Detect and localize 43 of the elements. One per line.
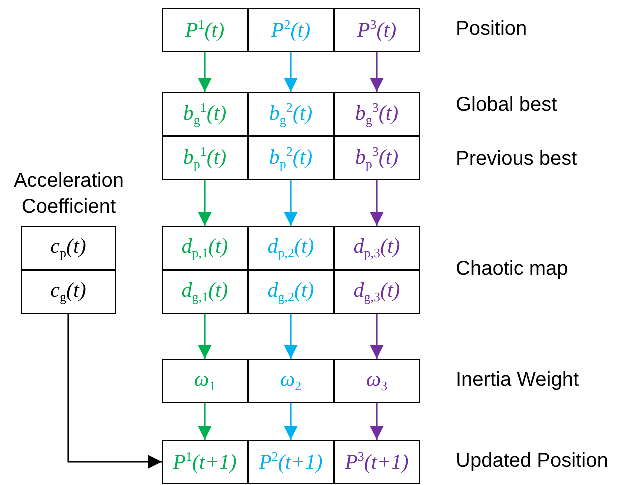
math-cell: b$_{p}$$^{3}$(t) bbox=[334, 136, 420, 180]
math-cell: d$_{p,1}$(t) bbox=[162, 226, 248, 270]
math-cell: P$^{1}$(t) bbox=[162, 8, 248, 52]
arrow bbox=[370, 403, 384, 440]
math-cell: P$^{3}$(t+1) bbox=[334, 440, 420, 484]
arrow bbox=[370, 314, 384, 359]
arrow bbox=[284, 52, 298, 92]
math-cell: d$_{g,1}$(t) bbox=[162, 270, 248, 314]
math-cell: b$_{p}$$^{2}$(t) bbox=[248, 136, 334, 180]
arrow bbox=[370, 180, 384, 226]
math-cell: d$_{p,2}$(t) bbox=[248, 226, 334, 270]
arrow bbox=[68, 314, 162, 469]
math-cell: P$^{1}$(t+1) bbox=[162, 440, 248, 484]
math-cell: c$_{p}$(t) bbox=[21, 226, 116, 270]
math-cell: d$_{g,3}$(t) bbox=[334, 270, 420, 314]
row-label: Inertia Weight bbox=[456, 369, 580, 392]
math-cell: b$_{p}$$^{1}$(t) bbox=[162, 136, 248, 180]
row-label: Previous best bbox=[456, 148, 578, 171]
arrow bbox=[198, 314, 212, 359]
row-label: Chaotic map bbox=[456, 258, 568, 281]
math-cell: b$_{g}$$^{2}$(t) bbox=[248, 92, 334, 136]
math-cell: d$_{g,2}$(t) bbox=[248, 270, 334, 314]
math-cell: b$_{g}$$^{3}$(t) bbox=[334, 92, 420, 136]
math-cell: ω$_{3}$ bbox=[334, 359, 420, 403]
arrow bbox=[370, 52, 384, 92]
row-label: Acceleration Coefficient bbox=[12, 169, 126, 220]
math-cell: b$_{g}$$^{1}$(t) bbox=[162, 92, 248, 136]
math-cell: P$^{3}$(t) bbox=[334, 8, 420, 52]
arrow bbox=[284, 403, 298, 440]
math-cell: P$^{2}$(t+1) bbox=[248, 440, 334, 484]
math-cell: P$^{2}$(t) bbox=[248, 8, 334, 52]
arrow bbox=[198, 52, 212, 92]
arrow bbox=[284, 314, 298, 359]
arrow bbox=[284, 180, 298, 226]
row-label: Position bbox=[456, 18, 528, 41]
math-cell: d$_{p,3}$(t) bbox=[334, 226, 420, 270]
arrow bbox=[198, 180, 212, 226]
math-cell: ω$_{1}$ bbox=[162, 359, 248, 403]
row-label: Global best bbox=[456, 94, 558, 117]
math-cell: c$_{g}$(t) bbox=[21, 270, 116, 314]
math-cell: ω$_{2}$ bbox=[248, 359, 334, 403]
row-label: Updated Position bbox=[456, 450, 608, 473]
arrow bbox=[198, 403, 212, 440]
